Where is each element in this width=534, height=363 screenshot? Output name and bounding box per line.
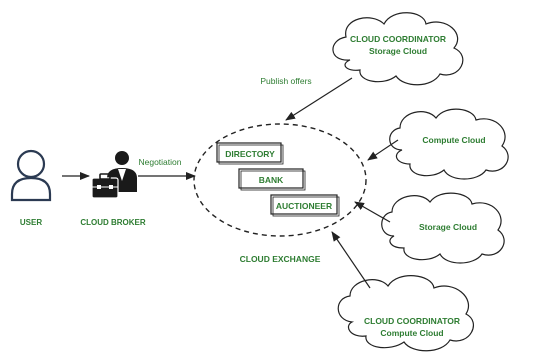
broker-label: CLOUD BROKER xyxy=(80,218,146,227)
exchange-label: CLOUD EXCHANGE xyxy=(240,254,321,264)
exchange-boundary xyxy=(193,123,367,237)
auctioneer-label: AUCTIONEER xyxy=(276,201,332,211)
compute-cloud: Compute Cloud xyxy=(389,108,509,180)
compute-arrow xyxy=(367,139,399,161)
negotiation-label: Negotiation xyxy=(138,157,181,167)
compute-coordinator-arrow xyxy=(331,231,371,289)
bank-box: BANK xyxy=(238,168,306,191)
bank-label: BANK xyxy=(259,175,284,185)
storage-coordinator-cloud: CLOUD COORDINATOR Storage Cloud xyxy=(332,12,464,86)
storage-coordinator-subtitle: Storage Cloud xyxy=(369,46,427,56)
compute-coordinator-subtitle: Compute Cloud xyxy=(380,328,443,338)
publish-offers-label: Publish offers xyxy=(260,76,311,86)
auctioneer-box: AUCTIONEER xyxy=(270,194,340,217)
compute-coordinator-title: CLOUD COORDINATOR xyxy=(364,316,460,326)
storage-arrow xyxy=(354,201,391,223)
storage-cloud-label: Storage Cloud xyxy=(419,222,477,232)
storage-cloud: Storage Cloud xyxy=(381,192,505,264)
storage-coordinator-title: CLOUD COORDINATOR xyxy=(350,34,446,44)
broker-icon xyxy=(91,151,137,199)
compute-coordinator-cloud: CLOUD COORDINATOR Compute Cloud xyxy=(337,275,475,352)
compute-cloud-label: Compute Cloud xyxy=(422,135,485,145)
directory-box: DIRECTORY xyxy=(216,142,284,165)
user-label: USER xyxy=(20,218,42,227)
user-icon xyxy=(10,149,52,202)
publish-offers-arrow xyxy=(285,77,353,121)
directory-label: DIRECTORY xyxy=(225,149,275,159)
